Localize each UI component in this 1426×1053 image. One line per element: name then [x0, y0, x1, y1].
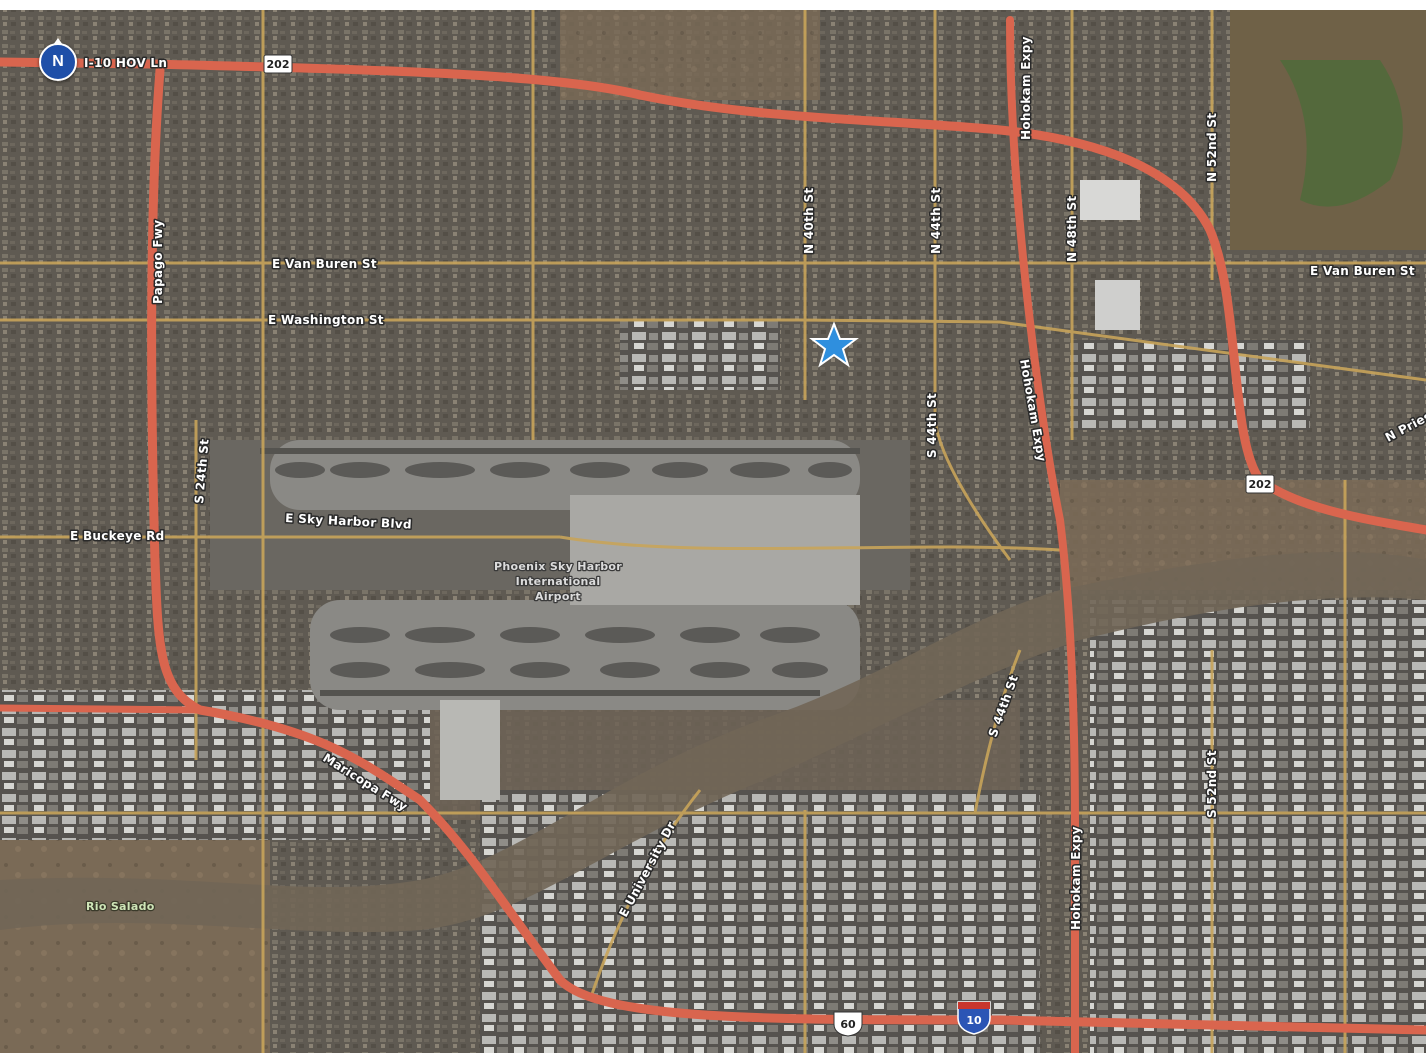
street-label-van-buren-west: E Van Buren St: [272, 257, 377, 271]
street-label-s52nd: S 52nd St: [1205, 750, 1219, 818]
svg-text:International: International: [516, 575, 601, 588]
svg-text:10: 10: [966, 1014, 982, 1027]
svg-text:Airport: Airport: [535, 590, 581, 603]
street-label-s44th-north: S 44th St: [925, 393, 939, 458]
street-label-n44th: N 44th St: [929, 188, 943, 254]
street-label-n48th: N 48th St: [1065, 196, 1079, 262]
airport-label[interactable]: Phoenix Sky Harbor International Airport: [493, 559, 623, 605]
street-label-washington: E Washington St: [268, 313, 384, 327]
street-label-n52nd: N 52nd St: [1205, 113, 1219, 182]
sr202-shield-north: 202: [263, 54, 293, 74]
highway-label-papago: Papago Fwy: [151, 220, 165, 304]
highway-label-hohokam-north: Hohokam Expy: [1019, 36, 1033, 140]
compass-icon[interactable]: N: [39, 38, 77, 81]
i10-shield: 10: [957, 1001, 991, 1035]
satellite-map[interactable]: I-10 HOV Ln Papago Fwy Maricopa Fwy Hoho…: [0, 10, 1426, 1053]
street-label-van-buren-east: E Van Buren St: [1310, 264, 1415, 278]
street-label-buckeye: E Buckeye Rd: [70, 529, 165, 543]
svg-text:202: 202: [267, 58, 290, 71]
svg-text:60: 60: [840, 1018, 856, 1031]
svg-text:202: 202: [1249, 478, 1272, 491]
star-marker-icon[interactable]: [809, 321, 859, 368]
rio-salado-riverbed: [0, 551, 1426, 933]
airport-area: [210, 440, 910, 800]
svg-text:Phoenix Sky Harbor: Phoenix Sky Harbor: [494, 560, 622, 573]
highway-label-hohokam-south: Hohokam Expy: [1069, 826, 1083, 930]
us60-shield: 60: [833, 1011, 863, 1037]
highway-label-i10-hov: I-10 HOV Ln: [84, 56, 167, 70]
water-label-rio-salado: Rio Salado: [86, 900, 155, 913]
street-label-n40th: N 40th St: [802, 188, 816, 254]
sr202-shield-east: 202: [1245, 474, 1275, 494]
